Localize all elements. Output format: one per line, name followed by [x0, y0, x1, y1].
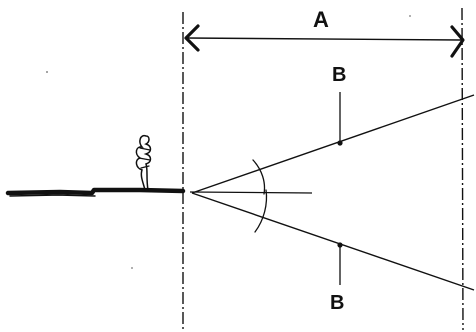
lower-label-b: B	[330, 292, 344, 314]
dimension-label-a: A	[313, 7, 329, 32]
horizontal-axis-line	[189, 191, 313, 194]
ground-line	[5, 187, 186, 196]
ground-line-underside	[9, 194, 96, 197]
upper-label-b: B	[332, 64, 346, 86]
scan-speck	[46, 71, 48, 73]
lower-diverging-line	[191, 192, 475, 291]
dimension-line-a	[185, 37, 462, 41]
squiggle-figure-detail	[138, 147, 151, 169]
upper-diverging-line	[191, 94, 475, 194]
lower-angle-arc	[254, 189, 268, 233]
right-arrowhead	[450, 25, 465, 58]
right-vertical-dashed-line	[461, 7, 464, 331]
upper-angle-arc	[252, 159, 266, 195]
scan-speck	[409, 15, 411, 17]
scan-speck	[131, 267, 133, 269]
left-arrowhead	[184, 24, 200, 52]
upper-leader-point	[337, 140, 343, 146]
squiggle-figure	[135, 134, 152, 191]
lower-leader-point	[337, 242, 343, 248]
